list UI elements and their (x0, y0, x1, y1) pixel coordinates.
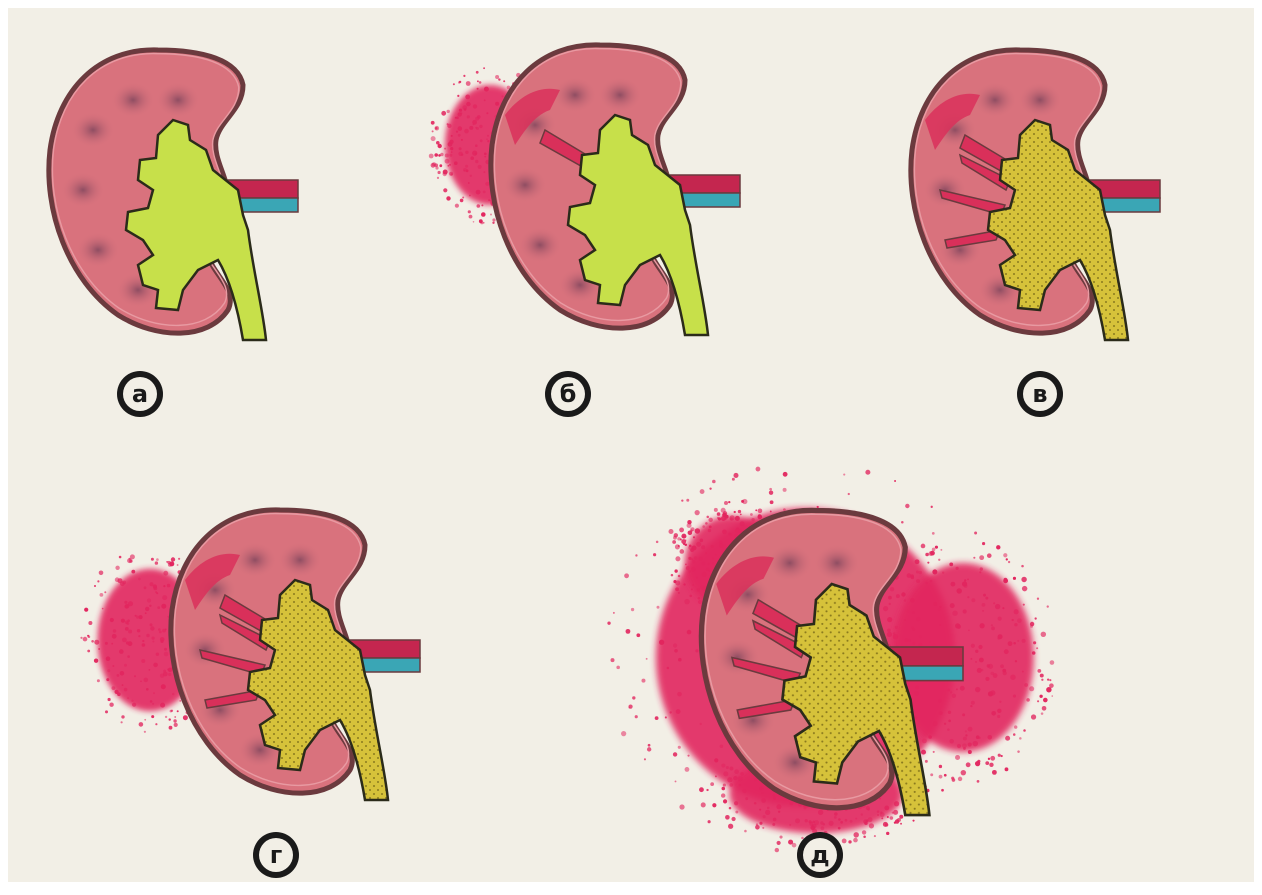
renal-pyramid (767, 544, 813, 582)
renal-pyramid (233, 542, 277, 578)
label-g-badge: г (253, 832, 299, 878)
label-a: а (123, 377, 157, 411)
renal-pyramid (503, 167, 547, 203)
renal-pyramid (973, 82, 1017, 118)
label-d-badge: д (797, 832, 843, 878)
renal-pyramid (814, 544, 860, 582)
label-a-badge: а (117, 371, 163, 417)
renal-pyramid (156, 82, 200, 118)
label-v: в (1023, 377, 1057, 411)
renal-pyramid (278, 542, 322, 578)
renal-pyramid (61, 172, 105, 208)
label-b: б (551, 377, 585, 411)
renal-pyramid (598, 77, 642, 113)
renal-pyramid (76, 232, 120, 268)
label-g: г (259, 838, 293, 872)
label-v-badge: в (1017, 371, 1063, 417)
renal-pyramid (111, 82, 155, 118)
renal-pyramid (553, 77, 597, 113)
label-b-badge: б (545, 371, 591, 417)
renal-pyramid (1018, 82, 1062, 118)
renal-pyramid (518, 227, 562, 263)
label-d: д (803, 838, 837, 872)
renal-pyramid (71, 112, 115, 148)
